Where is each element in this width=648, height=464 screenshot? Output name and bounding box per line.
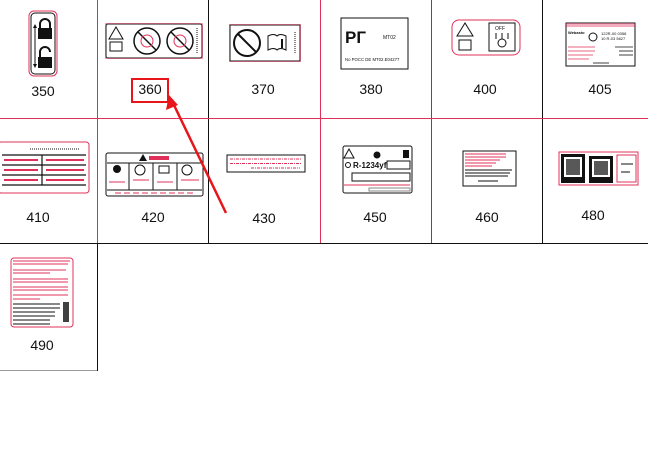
grid-line — [0, 370, 97, 371]
label-text: R-1234yf — [353, 161, 387, 170]
part-number: 460 — [475, 209, 499, 225]
label-360-warning-image[interactable] — [105, 23, 203, 59]
grid-line — [320, 0, 321, 243]
label-420-danger[interactable] — [105, 152, 204, 197]
grid-line — [0, 118, 648, 119]
part-number: 490 — [30, 337, 54, 353]
label-460-text[interactable] — [462, 150, 517, 187]
grid-line — [208, 0, 209, 243]
grid-line — [542, 0, 543, 243]
label-code: No POCC DE MT02.E04277 — [345, 57, 400, 62]
label-480-qr-codes[interactable] — [558, 151, 639, 186]
label-430-text-strip[interactable] — [226, 154, 306, 173]
part-number: 405 — [588, 81, 612, 97]
grid-line — [97, 243, 98, 371]
label-code-2: 10 R-03 5627 — [601, 36, 626, 41]
label-450-refrigerant[interactable]: R-1234yf — [342, 145, 413, 194]
part-number[interactable]: 360 — [138, 81, 162, 97]
part-number: 380 — [359, 81, 383, 97]
part-number: 480 — [581, 207, 605, 223]
label-490-text[interactable] — [10, 257, 74, 328]
part-number: 400 — [473, 81, 497, 97]
grid-line — [97, 0, 98, 243]
grid-line — [431, 0, 432, 243]
label-410-warning-table[interactable] — [0, 141, 90, 194]
label-text: OFF — [495, 26, 505, 32]
label-380-certification[interactable]: PГ MT02 No POCC DE MT02.E04277 — [340, 17, 409, 70]
highlight-box-360 — [131, 78, 169, 103]
part-number: 450 — [363, 209, 387, 225]
label-text: Webasto — [568, 30, 585, 35]
label-350-lock-image[interactable] — [28, 10, 58, 77]
label-code: 122R-00 0358 — [601, 31, 627, 36]
label-400-image[interactable]: OFF — [451, 19, 521, 56]
part-number: 420 — [141, 209, 165, 225]
grid-line — [0, 243, 648, 244]
part-number: 410 — [26, 209, 50, 225]
label-405-type-plate[interactable]: Webasto 122R-00 0358 10 R-03 5627 — [565, 22, 636, 67]
label-370-image[interactable] — [229, 24, 301, 62]
svg-text:PГ: PГ — [345, 28, 366, 47]
label-text: MT02 — [383, 35, 396, 41]
part-number: 430 — [252, 210, 276, 226]
part-number: 370 — [251, 81, 275, 97]
part-number: 350 — [31, 83, 55, 99]
